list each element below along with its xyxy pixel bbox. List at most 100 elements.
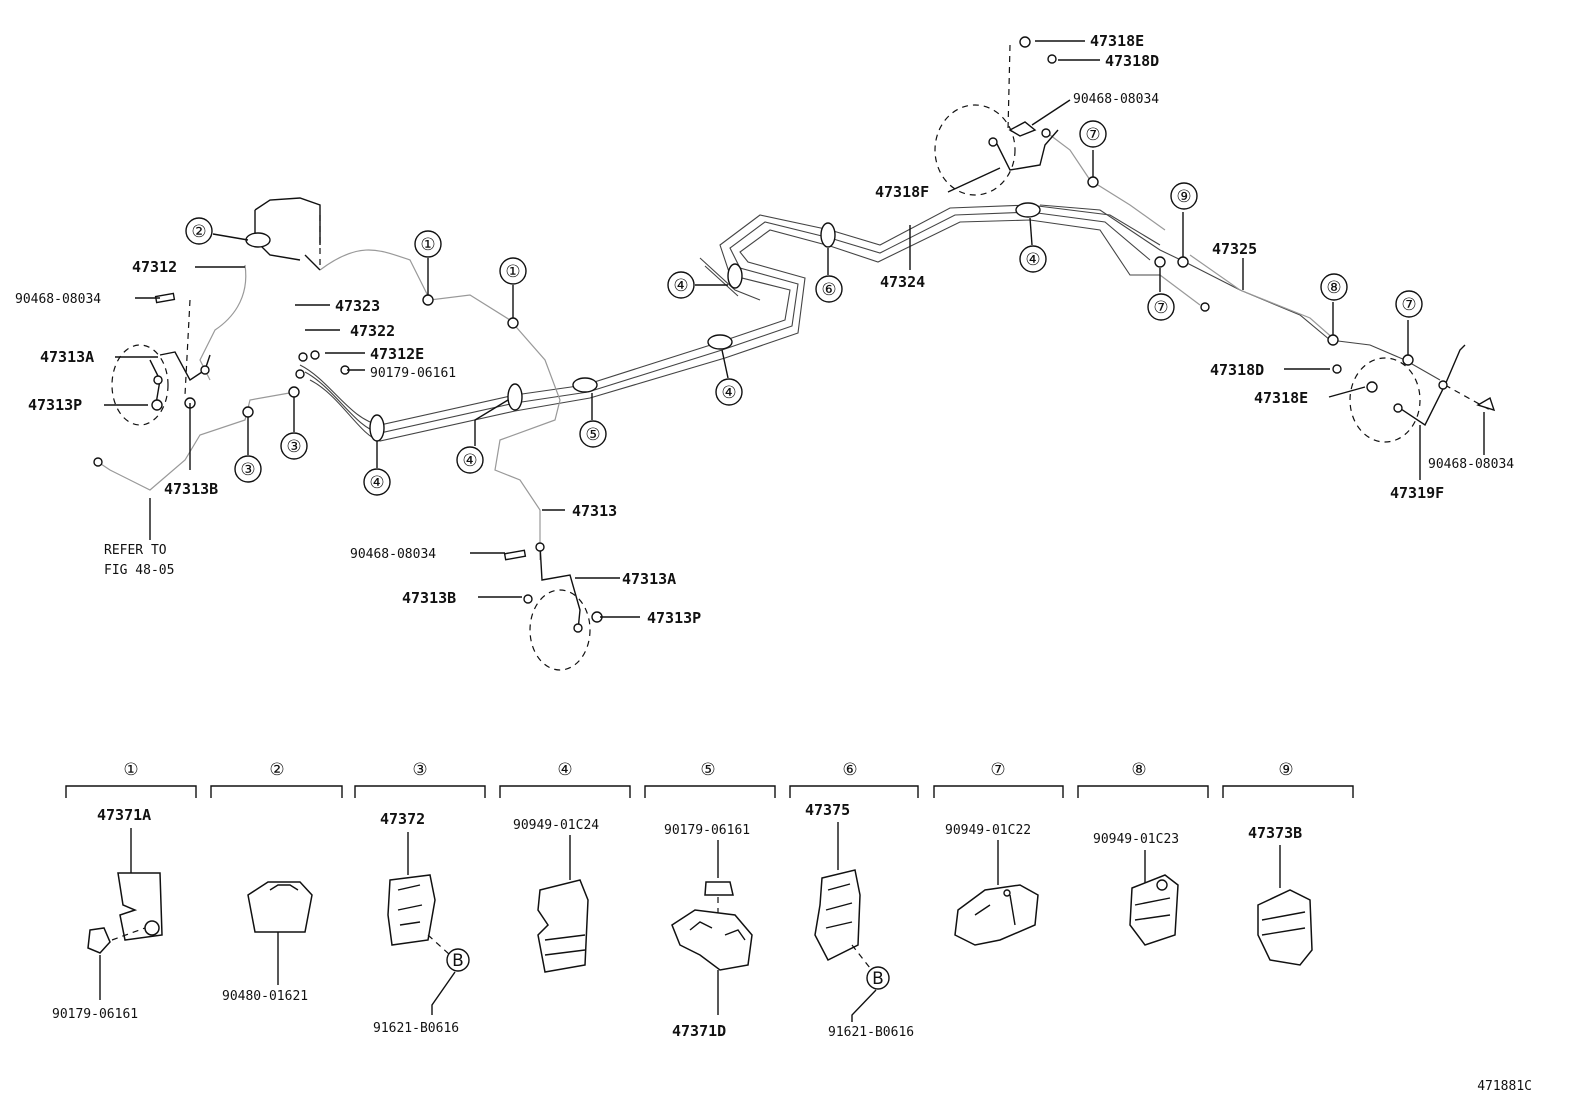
clamp-7a — [1087, 176, 1099, 188]
clamp-47375-shape — [814, 869, 861, 962]
label-47318d-right: 47318D — [1210, 361, 1264, 379]
legend-4-number: ④ — [557, 760, 572, 780]
label-47319f: 47319F — [1390, 484, 1444, 502]
label-47313b-center: 47313B — [402, 589, 456, 607]
legend-item-3: ③ 47372 B 91621-B0616 — [354, 760, 486, 1036]
label-47313p-left: 47313P — [28, 396, 82, 414]
clamp-47373b-shape — [1257, 889, 1313, 966]
legend-5-number: ⑤ — [700, 760, 715, 780]
clamp-2 — [245, 232, 271, 248]
clamp-5 — [572, 377, 598, 393]
callout-6: ⑥ — [815, 275, 843, 303]
figure-code: 471881C — [1477, 1079, 1532, 1094]
legend-7-number: ⑦ — [990, 760, 1005, 780]
legend-5-part-a: 90179-06161 — [664, 823, 750, 838]
legend-9-part-a: 47373B — [1248, 824, 1302, 842]
legend-2-number: ② — [269, 760, 284, 780]
callout-4d-text: ④ — [721, 383, 736, 403]
label-refer-line1: REFER TO — [104, 543, 167, 558]
clamp-4e — [1015, 202, 1041, 218]
secondary-lines — [94, 134, 1336, 560]
callout-7b: ⑦ — [1147, 293, 1175, 321]
callout-4a-text: ④ — [369, 473, 384, 493]
label-47323: 47323 — [335, 297, 380, 315]
legend-9-number: ⑨ — [1278, 760, 1293, 780]
diagram-callouts: ① ① ② ③ ③ ④ ④ ④ ④ ④ ⑤ ⑥ ⑦ ⑦ ⑦ ⑧ ⑨ — [185, 120, 1423, 496]
callout-3a: ③ — [280, 432, 308, 460]
legend-4-part-a: 90949-01C24 — [513, 818, 599, 833]
nut-shape-5 — [704, 881, 734, 896]
clamp-8 — [1327, 334, 1339, 346]
clamp-4a — [369, 414, 385, 442]
rear-left-brake-outline — [529, 589, 591, 671]
label-refer-line2: FIG 48-05 — [104, 563, 174, 578]
label-47318e-top: 47318E — [1090, 32, 1144, 50]
rear-left-flex-hose — [539, 544, 581, 631]
callout-4e: ④ — [1019, 245, 1047, 273]
callout-3a-text: ③ — [286, 437, 301, 457]
label-47313a-left: 47313A — [40, 348, 94, 366]
callout-4b: ④ — [456, 446, 484, 474]
clamp-3a — [288, 386, 300, 398]
label-47313b-left: 47313B — [164, 480, 218, 498]
label-47325: 47325 — [1212, 240, 1257, 258]
legend-item-7: ⑦ 90949-01C22 — [933, 760, 1064, 946]
legend-item-1: ① 47371A 90179-06161 — [52, 760, 197, 1022]
legend-3-number: ③ — [412, 760, 427, 780]
callout-1a: ① — [414, 230, 442, 258]
legend-8-number: ⑧ — [1131, 760, 1146, 780]
legend-item-5: ⑤ 90179-06161 47371D — [644, 760, 776, 1040]
legend-item-8: ⑧ 90949-01C23 — [1077, 760, 1209, 946]
clamp-1b — [507, 317, 519, 329]
legend-item-9: ⑨ 47373B — [1222, 760, 1354, 966]
clamp-90480-shape — [247, 881, 313, 933]
clamp-47371d-shape — [671, 909, 753, 971]
clamp-90949-01c24-shape — [537, 879, 589, 973]
clamp-legend: ① 47371A 90179-06161 ② 90480-01621 ③ 473… — [52, 760, 1354, 1040]
legend-6-part-b: 91621-B0616 — [828, 1025, 914, 1040]
callout-2-text: ② — [191, 222, 206, 242]
callout-4a: ④ — [363, 468, 391, 496]
line-clamps — [242, 176, 1414, 442]
callout-3b-text: ③ — [240, 460, 255, 480]
legend-6-part-a: 47375 — [805, 801, 850, 819]
front-right-brake-outline — [934, 104, 1016, 196]
rear-right-brake-outline — [1349, 357, 1421, 443]
callout-4b-text: ④ — [462, 451, 477, 471]
label-47318f: 47318F — [875, 183, 929, 201]
clamp-7b — [1154, 256, 1166, 268]
master-cylinder-outline — [254, 197, 321, 271]
callout-7c: ⑦ — [1395, 290, 1423, 318]
label-47313: 47313 — [572, 502, 617, 520]
legend-6-b-marker: B — [872, 969, 884, 989]
clamp-6 — [820, 222, 836, 248]
callout-1b-text: ① — [505, 262, 520, 282]
callout-1a-text: ① — [420, 235, 435, 255]
legend-3-part-a: 47372 — [380, 810, 425, 828]
clamp-4b — [507, 383, 523, 411]
legend-item-2: ② 90480-01621 — [210, 760, 343, 1004]
legend-8-part-a: 90949-01C23 — [1093, 832, 1179, 847]
label-47312e: 47312E — [370, 345, 424, 363]
label-47324: 47324 — [880, 273, 925, 291]
callout-9: ⑨ — [1170, 182, 1198, 210]
part-labels: 47318E 47318D 90468-08034 47318F 47324 4… — [15, 32, 1514, 627]
callout-3b: ③ — [234, 455, 262, 483]
callout-4c-text: ④ — [673, 276, 688, 296]
clamp-9 — [1177, 256, 1189, 268]
legend-item-4: ④ 90949-01C24 — [499, 760, 631, 973]
legend-3-b-marker: B — [452, 951, 464, 971]
label-47318d-top: 47318D — [1105, 52, 1159, 70]
clamp-4d — [707, 334, 733, 350]
callout-7a: ⑦ — [1079, 120, 1107, 148]
callout-6-text: ⑥ — [821, 280, 836, 300]
legend-5-part-b: 47371D — [672, 1022, 726, 1040]
label-47313p-center: 47313P — [647, 609, 701, 627]
callout-7c-text: ⑦ — [1401, 295, 1416, 315]
legend-1-part-b: 90179-06161 — [52, 1007, 138, 1022]
callout-8-text: ⑧ — [1326, 278, 1341, 298]
clamp-90949-01c23-shape — [1129, 874, 1179, 946]
left-front-brake-outline — [111, 344, 169, 426]
clamp-3b — [242, 406, 254, 418]
